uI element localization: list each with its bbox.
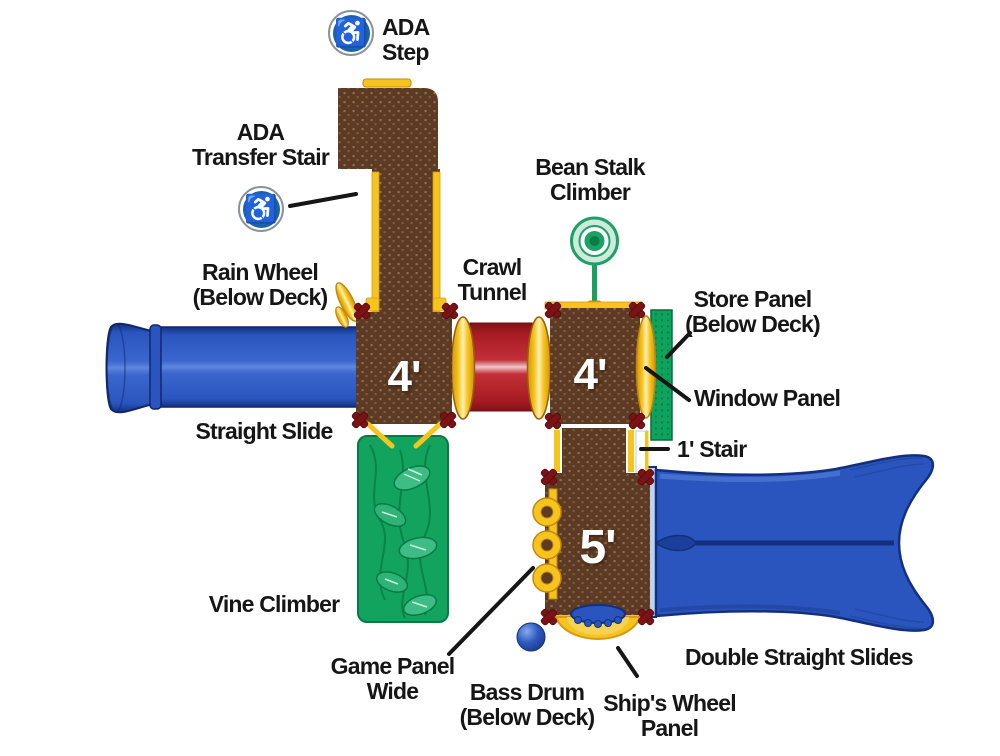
label-store-panel: Store Panel(Below Deck) — [685, 286, 821, 337]
left-4ft-deck — [356, 312, 452, 424]
strip-rail-left — [554, 430, 560, 472]
leader-lines — [288, 192, 692, 678]
vine-climber-shape — [357, 421, 449, 623]
lower-deck-height: 5' — [579, 521, 616, 574]
right-4ft-deck — [550, 308, 640, 424]
double-straight-slides-shape — [640, 454, 935, 632]
wheelchair-glyph: ♿ — [242, 190, 280, 228]
stair-strip — [562, 428, 626, 474]
lower-5ft-deck — [545, 473, 650, 620]
right-deck-height: 4' — [573, 350, 608, 399]
strip-rail-right — [628, 430, 634, 472]
wheelchair-glyph: ♿ — [332, 14, 370, 52]
bass-drum-shape — [516, 622, 546, 652]
label-straight-slide: Straight Slide — [195, 418, 333, 444]
wheelchair-icon: ♿ — [238, 186, 284, 232]
ships-wheel-panel-shape — [552, 604, 644, 640]
crawl-tunnel-shape — [450, 316, 552, 420]
rain-wheel-shape — [335, 282, 359, 328]
left-deck-height: 4' — [387, 352, 422, 401]
label-rain-wheel: Rain Wheel(Below Deck) — [192, 259, 329, 310]
label-bass-drum: Bass Drum(Below Deck) — [459, 679, 596, 730]
one-foot-stair-shape — [635, 430, 649, 473]
label-vine-climber: Vine Climber — [208, 591, 340, 617]
wheelchair-icon: ♿ — [328, 10, 374, 56]
label-double-straight-slides: Double Straight Slides — [685, 644, 914, 670]
straight-slide-shape — [105, 322, 363, 414]
game-panel-wide-shape — [532, 488, 562, 600]
ada-transfer-stair-shape — [338, 78, 447, 316]
label-window-panel: Window Panel — [694, 385, 841, 411]
label-one-foot-stair: 1' Stair — [677, 436, 747, 462]
bean-stalk-climber-shape — [570, 216, 619, 310]
